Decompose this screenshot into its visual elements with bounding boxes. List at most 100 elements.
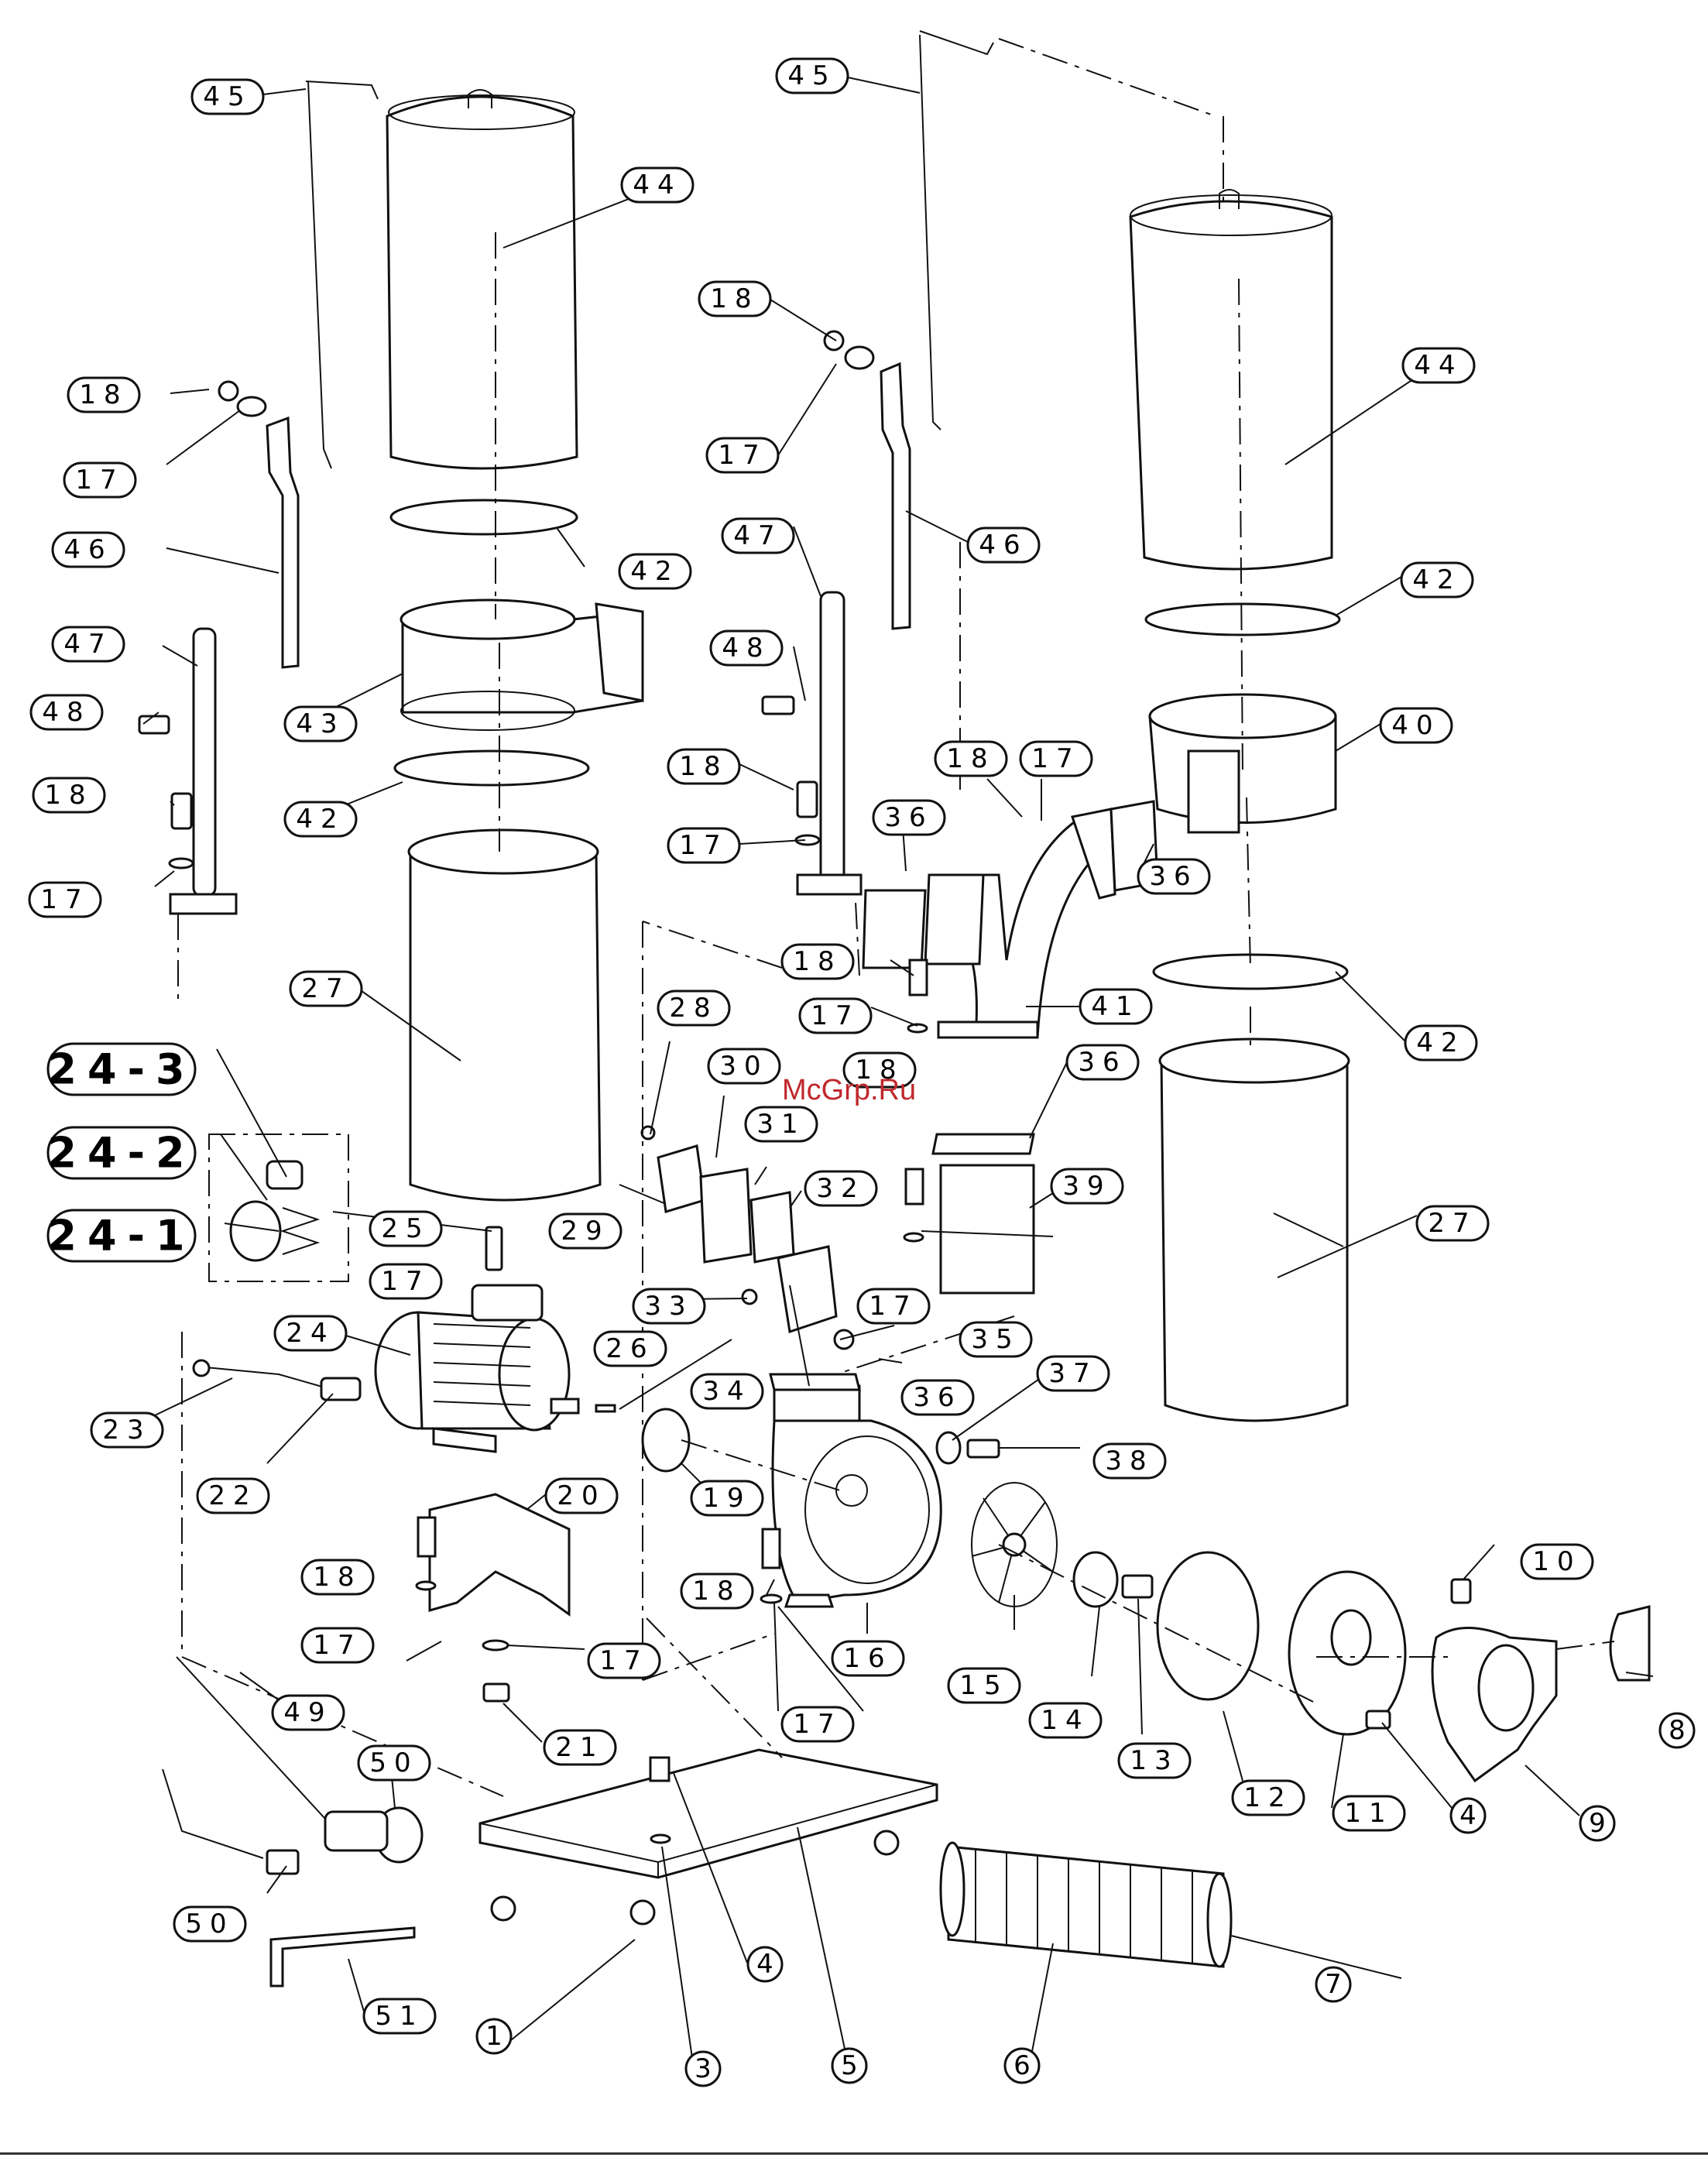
callout-17-duct-upper: 17 [800,999,871,1033]
callout-47-left: 47 [53,627,124,661]
collection-drum-right [1160,1039,1349,1421]
svg-text:8: 8 [1669,1715,1686,1746]
callout-19: 19 [691,1481,763,1515]
callout-42-left-lower: 42 [285,802,356,836]
svg-text:29: 29 [561,1216,609,1247]
svg-text:4: 4 [1459,1800,1476,1831]
callout-18-right: 18 [699,282,770,316]
callout-33: 33 [633,1289,705,1323]
callout-17-ypipe: 17 [1020,742,1092,776]
svg-text:18: 18 [79,379,128,410]
callout-37: 37 [1037,1356,1109,1391]
callout-34: 34 [691,1374,763,1408]
svg-text:42: 42 [296,804,345,835]
callout-18-ypipe: 18 [935,742,1007,776]
switch-box-34 [778,1247,836,1332]
callout-48-right: 48 [711,631,782,665]
spare-kit-box [209,1134,348,1281]
callout-5: 5 [832,2049,866,2083]
svg-text:49: 49 [283,1697,332,1728]
callout-50-lower: 50 [174,1907,245,1941]
bolt-18-housing [763,1529,780,1568]
callout-17-housing: 17 [782,1707,853,1741]
callout-24-3: 24-3 [47,1044,195,1095]
washer-17-duct [904,1233,923,1241]
washer-17-top-left [238,397,266,416]
callout-43: 43 [285,707,356,741]
callout-40: 40 [1380,708,1452,743]
svg-text:37: 37 [1048,1358,1097,1389]
washer-17-housing [761,1595,781,1603]
washer-3 [651,1835,670,1843]
svg-text:36: 36 [913,1382,962,1413]
callout-21: 21 [544,1730,616,1765]
callout-42-right-upper: 42 [1401,563,1473,597]
callout-8: 8 [1660,1713,1694,1747]
svg-text:26: 26 [605,1333,654,1364]
callout-18-left-post: 18 [33,778,105,812]
svg-text:17: 17 [718,440,767,471]
svg-text:24-1: 24-1 [47,1212,195,1260]
callout-17-duct: 17 [858,1289,929,1323]
callout-23: 23 [91,1413,163,1447]
callout-31: 31 [746,1107,817,1141]
svg-text:9: 9 [1589,1808,1606,1839]
svg-text:24-3: 24-3 [47,1045,195,1094]
cable-clamp-22 [321,1378,360,1400]
svg-text:44: 44 [1414,350,1463,381]
svg-text:24: 24 [286,1318,334,1349]
callout-17-bracket-b: 17 [588,1644,660,1678]
svg-text:20: 20 [557,1480,605,1511]
callout-10: 10 [1521,1545,1593,1579]
svg-text:4: 4 [756,1949,773,1980]
bolt-48-left [139,716,169,733]
callout-36-c: 36 [1067,1045,1138,1079]
callout-29: 29 [550,1214,621,1248]
filter-bag-left [387,90,577,468]
svg-text:51: 51 [375,2001,424,2032]
svg-text:17: 17 [75,465,124,496]
svg-text:22: 22 [208,1480,257,1511]
callout-18-housing: 18 [681,1574,753,1608]
callout-18-left: 18 [68,378,139,412]
svg-text:19: 19 [702,1483,751,1514]
callout-22: 22 [197,1479,269,1513]
callout-46-right: 46 [968,528,1039,562]
callout-17-left: 17 [64,463,135,497]
bolt-18-upper-duct [910,960,927,995]
callout-30: 30 [708,1049,780,1083]
svg-text:46: 46 [63,534,112,565]
svg-text:45: 45 [203,81,252,112]
filter-bag-right [1130,190,1332,569]
svg-text:39: 39 [1062,1171,1111,1202]
cover-plate-11 [1289,1572,1405,1734]
svg-text:13: 13 [1130,1745,1178,1776]
hanger-rod-left [306,81,378,468]
svg-text:16: 16 [843,1643,892,1674]
svg-text:32: 32 [816,1173,865,1204]
svg-text:42: 42 [630,556,679,587]
callout-24: 24 [275,1316,346,1350]
callout-41: 41 [1080,989,1151,1024]
support-post-left [170,629,236,914]
handle-23 [197,1367,333,1390]
callout-24-1: 24-1 [47,1210,195,1261]
svg-text:42: 42 [1416,1027,1465,1058]
callout-36-a: 36 [873,801,945,835]
svg-text:23: 23 [102,1415,151,1446]
svg-text:44: 44 [633,170,681,201]
impeller-15 [972,1483,1057,1607]
callout-44-right: 44 [1403,348,1474,382]
callout-4-base: 4 [748,1947,782,1981]
callout-49: 49 [273,1696,344,1730]
cord-50b [163,1769,263,1858]
callout-7: 7 [1316,1967,1350,2001]
svg-text:18: 18 [44,780,93,811]
svg-text:30: 30 [719,1051,768,1082]
gasket-12 [1158,1552,1258,1699]
callout-32: 32 [805,1171,876,1206]
callout-18-right-post: 18 [668,749,739,784]
nut-35 [835,1330,853,1349]
svg-text:17: 17 [793,1709,842,1740]
